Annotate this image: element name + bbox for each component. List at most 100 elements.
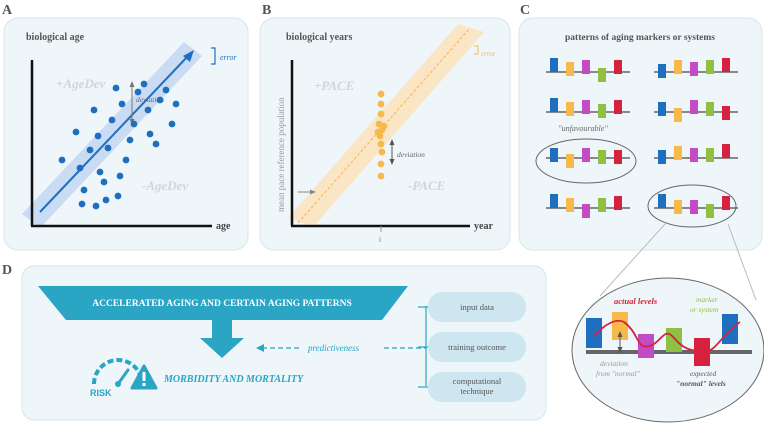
pattern-bar bbox=[658, 194, 666, 208]
factor-label: technique bbox=[460, 386, 493, 396]
predictiveness-label: predictiveness bbox=[307, 343, 360, 353]
factor-item: training outcome bbox=[418, 332, 526, 362]
panel-letter-c: C bbox=[520, 3, 530, 18]
pattern-bar bbox=[566, 154, 574, 168]
scatter-point bbox=[102, 196, 110, 204]
pace-point bbox=[378, 148, 386, 156]
outcome-text: MORBIDITY AND MORTALITY bbox=[163, 374, 304, 385]
pattern-bar bbox=[658, 102, 666, 116]
scatter-point bbox=[86, 146, 94, 154]
zoom-detail: actual levels marker or system deviation… bbox=[571, 277, 764, 423]
regression-line bbox=[39, 55, 189, 213]
pattern-bar bbox=[690, 148, 698, 162]
scatter-point bbox=[108, 116, 116, 124]
scatter-point bbox=[94, 132, 102, 140]
pace-point bbox=[377, 172, 385, 180]
pattern-row bbox=[546, 148, 630, 168]
pace-points bbox=[374, 90, 388, 180]
pattern-bar bbox=[550, 148, 558, 162]
scatter-point bbox=[168, 120, 176, 128]
panel-a: A biological age age error +AgeDev -AgeD… bbox=[2, 3, 249, 251]
plus-pace-label: +PACE bbox=[314, 78, 355, 93]
x-axis-label: year bbox=[474, 221, 493, 232]
pattern-row bbox=[654, 144, 738, 164]
pace-point bbox=[374, 128, 382, 136]
pattern-row bbox=[546, 58, 630, 82]
pattern-bar bbox=[706, 102, 714, 116]
deviation-label: deviation bbox=[136, 95, 164, 104]
scatter-point bbox=[156, 96, 164, 104]
pattern-bar bbox=[582, 204, 590, 218]
factor-label: training outcome bbox=[448, 342, 506, 352]
actual-levels-label: actual levels bbox=[614, 296, 658, 306]
scatter-point bbox=[130, 120, 138, 128]
zoom-marker-bar bbox=[722, 314, 738, 344]
x-axis-label: age bbox=[216, 221, 231, 232]
scatter-points bbox=[58, 80, 180, 210]
pattern-bar bbox=[598, 150, 606, 164]
pattern-bar bbox=[722, 106, 730, 120]
pattern-row bbox=[546, 98, 630, 118]
scatter-point bbox=[140, 80, 148, 88]
scatter-point bbox=[172, 100, 180, 108]
pattern-bar bbox=[706, 204, 714, 218]
unfavourable-highlight bbox=[535, 138, 637, 184]
minus-agedev-label: -AgeDev bbox=[142, 178, 188, 193]
pattern-bar bbox=[566, 62, 574, 76]
marker-patterns bbox=[546, 58, 738, 218]
panel-letter-a: A bbox=[2, 3, 13, 18]
pattern-bar bbox=[582, 100, 590, 114]
risk-gauge-hub bbox=[115, 381, 121, 387]
pattern-bar bbox=[550, 98, 558, 112]
pattern-bar bbox=[706, 148, 714, 162]
scatter-point bbox=[118, 100, 126, 108]
pattern-bar bbox=[598, 198, 606, 212]
scatter-point bbox=[100, 178, 108, 186]
pattern-bar bbox=[598, 68, 606, 82]
error-label: error bbox=[220, 53, 237, 62]
predictiveness-arrowhead bbox=[256, 344, 264, 352]
pattern-row bbox=[654, 58, 738, 78]
panel-b-title: biological years bbox=[286, 32, 352, 43]
pattern-row bbox=[654, 100, 738, 122]
scatter-point bbox=[116, 172, 124, 180]
pattern-bar bbox=[658, 150, 666, 164]
panel-c: C patterns of aging markers or systems "… bbox=[518, 3, 763, 251]
pattern-bar bbox=[674, 60, 682, 74]
factor-label: computational bbox=[453, 376, 502, 386]
scatter-point bbox=[78, 200, 86, 208]
deviation-from-normal-line2: from "normal" bbox=[596, 369, 641, 378]
deviation-arrow-down bbox=[389, 159, 395, 165]
scatter-point bbox=[72, 128, 80, 136]
error-bracket bbox=[474, 45, 479, 55]
y-axis-label: mean pace reference population bbox=[276, 97, 286, 212]
pattern-bar bbox=[614, 60, 622, 74]
panel-c-title: patterns of aging markers or systems bbox=[565, 33, 715, 43]
banner-shape bbox=[38, 286, 408, 320]
panel-letter-d: D bbox=[2, 263, 12, 278]
minus-pace-label: -PACE bbox=[408, 178, 446, 193]
pattern-bar bbox=[598, 104, 606, 118]
pattern-bar bbox=[614, 196, 622, 210]
scatter-point bbox=[162, 86, 170, 94]
pattern-row bbox=[654, 194, 738, 218]
pattern-bar bbox=[706, 60, 714, 74]
factor-pill bbox=[428, 372, 526, 402]
scatter-point bbox=[76, 164, 84, 172]
scatter-point bbox=[90, 106, 98, 114]
zoom-marker-bar bbox=[666, 328, 682, 352]
plus-agedev-label: +AgeDev bbox=[56, 76, 106, 91]
pace-point bbox=[380, 122, 388, 130]
scatter-point bbox=[96, 168, 104, 176]
actual-levels-curve bbox=[593, 319, 741, 353]
scatter-point bbox=[152, 140, 160, 148]
pattern-row bbox=[546, 194, 630, 218]
scatter-point bbox=[122, 156, 130, 164]
regression-arrowhead bbox=[183, 50, 194, 62]
pattern-bar bbox=[566, 102, 574, 116]
error-label: error bbox=[481, 50, 496, 58]
down-arrow-head bbox=[200, 338, 244, 358]
risk-label: RISK bbox=[90, 388, 112, 398]
marker-or-system-label-line2: or system bbox=[690, 305, 719, 314]
